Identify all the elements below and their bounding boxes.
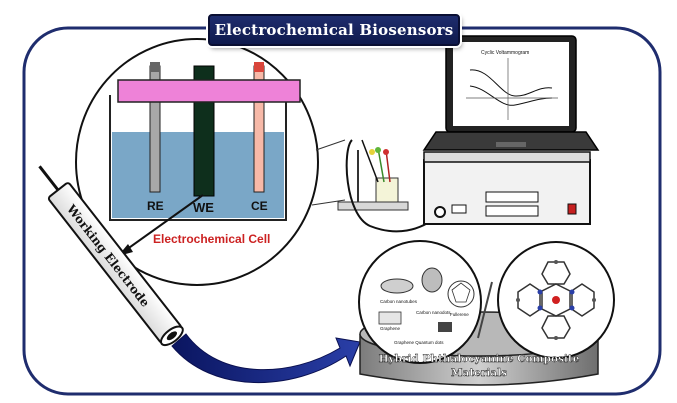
magnifier-line-bottom bbox=[311, 199, 346, 206]
pc-metal-center bbox=[552, 296, 560, 304]
label-graphene: Graphene bbox=[380, 326, 401, 331]
label-fullerene: Fullerene bbox=[450, 312, 469, 317]
materials-label-line2: Materials bbox=[451, 367, 507, 379]
laptop-screen bbox=[453, 42, 569, 126]
electrode-tip-disk bbox=[166, 331, 177, 341]
pc-atom-3 bbox=[537, 305, 543, 311]
potentiostat bbox=[423, 151, 591, 225]
pc-ring-top bbox=[541, 261, 571, 285]
small-beaker bbox=[375, 177, 399, 203]
screen-title: Cyclic Voltammogram bbox=[481, 50, 529, 56]
fullerene-facets bbox=[451, 282, 471, 303]
label-graphene-qd: Graphene Quantum dots bbox=[394, 340, 444, 345]
cell-cap bbox=[117, 79, 301, 103]
connector-port bbox=[434, 206, 446, 218]
pc-atom-4 bbox=[569, 305, 575, 311]
beaker bbox=[109, 95, 287, 221]
magnifier-line-top bbox=[315, 139, 346, 151]
pc-atom-7 bbox=[554, 260, 558, 264]
power-switch bbox=[567, 203, 577, 215]
terminal-strip-1 bbox=[485, 191, 539, 203]
laptop: Cyclic Voltammogram bbox=[422, 35, 600, 151]
carbon-materials-circle: Carbon nanotubes Carbon nanodots Fullere… bbox=[358, 240, 482, 364]
platform-divider bbox=[477, 281, 493, 339]
display-slot bbox=[451, 204, 467, 214]
materials-label-line1: Hybrid Phthalocyanine Composite bbox=[379, 353, 580, 365]
laptop-trackpad bbox=[496, 142, 526, 147]
pc-atom-8 bbox=[554, 336, 558, 340]
lead-black bbox=[361, 139, 379, 183]
electrode-label-we: WE bbox=[193, 200, 214, 215]
ce-electrode-tip bbox=[254, 62, 264, 72]
electrode-label-ce: CE bbox=[251, 199, 268, 213]
small-cell-setup bbox=[337, 139, 409, 211]
nanotube-icon bbox=[380, 278, 414, 294]
phthalocyanine-circle bbox=[497, 241, 615, 359]
label-carbon-nanotubes: Carbon nanotubes bbox=[380, 299, 418, 304]
electrode-wire bbox=[38, 165, 60, 191]
nanodot-icon bbox=[421, 267, 443, 293]
carbon-circle-bg bbox=[358, 240, 482, 364]
graphene-qd-icon bbox=[438, 322, 452, 332]
graphene-icon bbox=[378, 311, 402, 325]
lead-green bbox=[377, 147, 385, 183]
fullerene-icon bbox=[447, 280, 475, 308]
clip-yellow bbox=[369, 149, 375, 155]
potentiostat-top bbox=[423, 151, 591, 163]
electrode-label-re: RE bbox=[147, 199, 164, 213]
pc-ring-bottom bbox=[541, 315, 571, 339]
lead-red bbox=[385, 149, 391, 183]
pc-atom-5 bbox=[516, 298, 520, 302]
stand-base bbox=[337, 201, 409, 211]
clip-green bbox=[375, 147, 381, 153]
clip-red bbox=[383, 149, 389, 155]
laptop-keyboard-base bbox=[422, 131, 600, 151]
pc-atom-6 bbox=[592, 298, 596, 302]
we-pointer-arrow bbox=[125, 194, 204, 251]
label-carbon-nanodots: Carbon nanodots bbox=[416, 310, 451, 315]
pc-atom-1 bbox=[537, 289, 543, 295]
voltammogram-curve bbox=[469, 69, 553, 106]
title-banner: Electrochemical Biosensors bbox=[208, 14, 460, 46]
re-electrode-tip bbox=[150, 62, 160, 72]
cable bbox=[345, 139, 441, 233]
terminal-strip-2 bbox=[485, 205, 539, 217]
pc-atom-2 bbox=[569, 289, 575, 295]
cell-label: Electrochemical Cell bbox=[153, 232, 270, 246]
curved-arrow bbox=[171, 333, 361, 384]
page-title: Electrochemical Biosensors bbox=[214, 21, 454, 39]
